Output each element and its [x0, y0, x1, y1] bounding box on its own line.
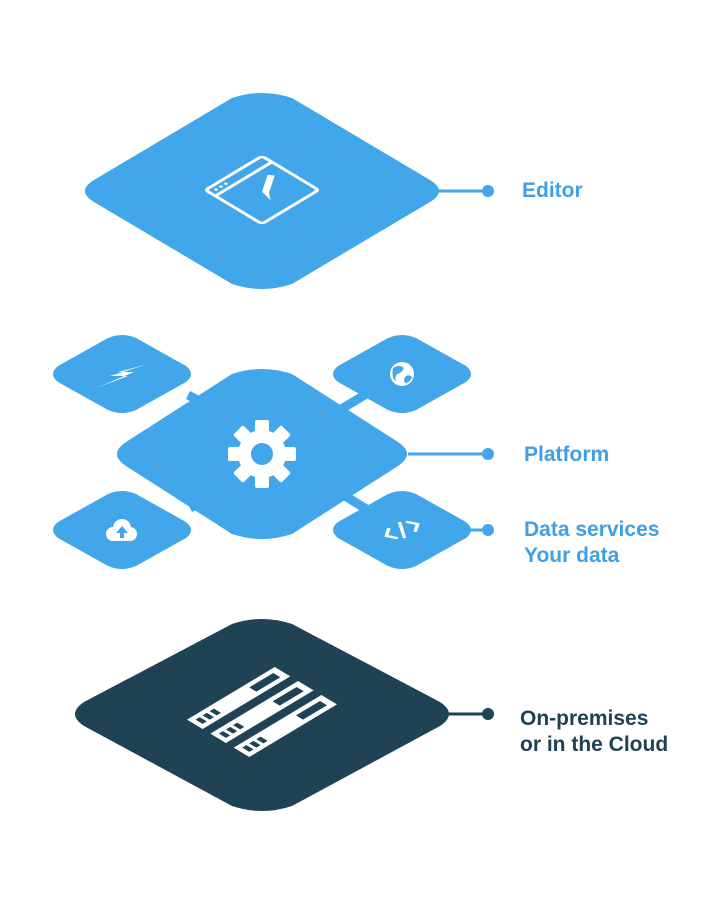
- server-unit-top: [187, 667, 291, 729]
- satellite-code: [333, 491, 494, 569]
- platform-leader-dot: [482, 448, 494, 460]
- editor-label: Editor: [522, 178, 583, 204]
- server-unit-middle: [210, 681, 314, 743]
- editor-label-text: Editor: [522, 179, 583, 202]
- infrastructure-leader-dot: [482, 708, 494, 720]
- infrastructure-line1: On-premises: [520, 707, 649, 730]
- server-rack-icon: [187, 667, 337, 757]
- globe-icon: [390, 362, 414, 386]
- data-services-line1: Data services: [524, 518, 660, 541]
- data-services-line2: Your data: [524, 544, 620, 567]
- data-services-label: Data services Your data: [524, 517, 659, 569]
- editor-layer: [85, 93, 494, 289]
- editor-diamond: [85, 93, 439, 289]
- editor-leader-dot: [482, 185, 494, 197]
- satellite-cloud-upload: [53, 491, 191, 569]
- lightning-icon: [96, 364, 148, 388]
- server-unit-bottom: [233, 695, 337, 757]
- infrastructure-layer: [75, 619, 494, 811]
- platform-label-text: Platform: [524, 443, 610, 466]
- satellite-globe: [333, 335, 471, 413]
- gear-icon: [228, 420, 296, 488]
- infrastructure-line2: or in the Cloud: [520, 733, 669, 756]
- satellite-lightning: [53, 335, 191, 413]
- cloud-upload-icon: [106, 519, 137, 541]
- platform-label: Platform: [524, 442, 609, 468]
- platform-layer: [117, 369, 494, 539]
- data-services-leader-dot: [482, 524, 494, 536]
- editor-window-icon: [205, 155, 319, 225]
- code-icon: [384, 520, 420, 540]
- infrastructure-label: On-premises or in the Cloud: [520, 706, 668, 758]
